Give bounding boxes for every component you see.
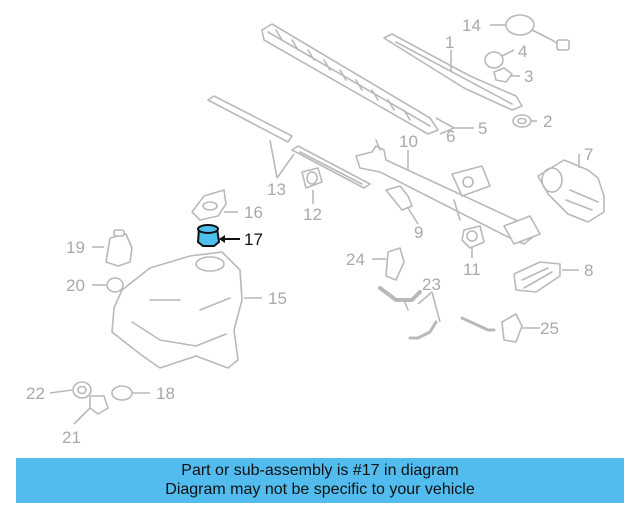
callout-14[interactable]: 14 — [462, 16, 481, 35]
callout-2[interactable]: 2 — [543, 112, 552, 131]
callout-17[interactable]: 17 — [244, 230, 263, 249]
part-cover-14[interactable] — [505, 14, 570, 51]
part-wiper-blade[interactable] — [261, 23, 439, 135]
callout-24[interactable]: 24 — [346, 250, 365, 269]
part-strainer-17[interactable] — [196, 224, 221, 247]
callout-9[interactable]: 9 — [414, 223, 423, 242]
callout-1[interactable]: 1 — [445, 33, 454, 52]
callout-21[interactable]: 21 — [62, 428, 81, 447]
part-nozzle-21[interactable] — [89, 395, 109, 415]
part-wiper-arm[interactable] — [383, 33, 523, 111]
part-seal-8[interactable] — [513, 261, 561, 293]
callout-15[interactable]: 15 — [268, 289, 287, 308]
callout-19[interactable]: 19 — [66, 238, 85, 257]
part-rear-arm-13[interactable] — [207, 95, 371, 189]
callout-22[interactable]: 22 — [26, 384, 45, 403]
part-grommet-20[interactable] — [106, 277, 124, 293]
callout-4[interactable]: 4 — [518, 42, 527, 61]
callout-13[interactable]: 13 — [267, 180, 286, 199]
callout-12[interactable]: 12 — [303, 205, 322, 224]
part-cap-4[interactable] — [484, 51, 504, 69]
part-nozzle-18[interactable] — [111, 385, 133, 401]
part-bracket-25[interactable] — [501, 313, 523, 343]
callout-8[interactable]: 8 — [584, 261, 593, 280]
banner-line-1: Part or sub-assembly is #17 in diagram — [181, 462, 459, 479]
callout-7[interactable]: 7 — [584, 145, 593, 164]
part-bracket-9[interactable] — [385, 185, 413, 211]
part-bracket-24[interactable] — [385, 247, 405, 281]
part-nozzle-22[interactable] — [72, 381, 92, 399]
callout-6[interactable]: 6 — [446, 127, 455, 146]
part-pump-19[interactable] — [105, 229, 133, 267]
callout-20[interactable]: 20 — [66, 276, 85, 295]
callout-labels: 1 2 3 4 5 6 7 8 9 10 11 12 13 14 15 16 1… — [26, 16, 593, 447]
part-cap-3[interactable] — [493, 67, 513, 83]
part-reservoir-15[interactable] — [111, 251, 243, 369]
parts-diagram: 1 2 3 4 5 6 7 8 9 10 11 12 13 14 15 16 1… — [26, 14, 605, 447]
part-nut-2[interactable] — [512, 114, 532, 128]
callout-23[interactable]: 23 — [422, 275, 441, 294]
callout-3[interactable]: 3 — [524, 67, 533, 86]
callout-11[interactable]: 11 — [463, 260, 481, 279]
banner-line-2: Diagram may not be specific to your vehi… — [165, 481, 475, 498]
callout-16[interactable]: 16 — [244, 203, 263, 222]
leader-lines — [49, 24, 580, 425]
part-grommet-12[interactable] — [301, 167, 323, 189]
part-hose-23[interactable] — [378, 286, 496, 340]
callout-25[interactable]: 25 — [540, 319, 559, 338]
callout-18[interactable]: 18 — [156, 384, 175, 403]
part-motor-7[interactable] — [537, 159, 605, 223]
callout-5[interactable]: 5 — [478, 119, 487, 138]
part-cover-16[interactable] — [191, 189, 227, 221]
part-grommet-11[interactable] — [461, 225, 485, 249]
part-linkage-10[interactable] — [355, 139, 541, 245]
callout-10[interactable]: 10 — [399, 132, 418, 151]
info-banner: Part or sub-assembly is #17 in diagram D… — [16, 458, 624, 503]
